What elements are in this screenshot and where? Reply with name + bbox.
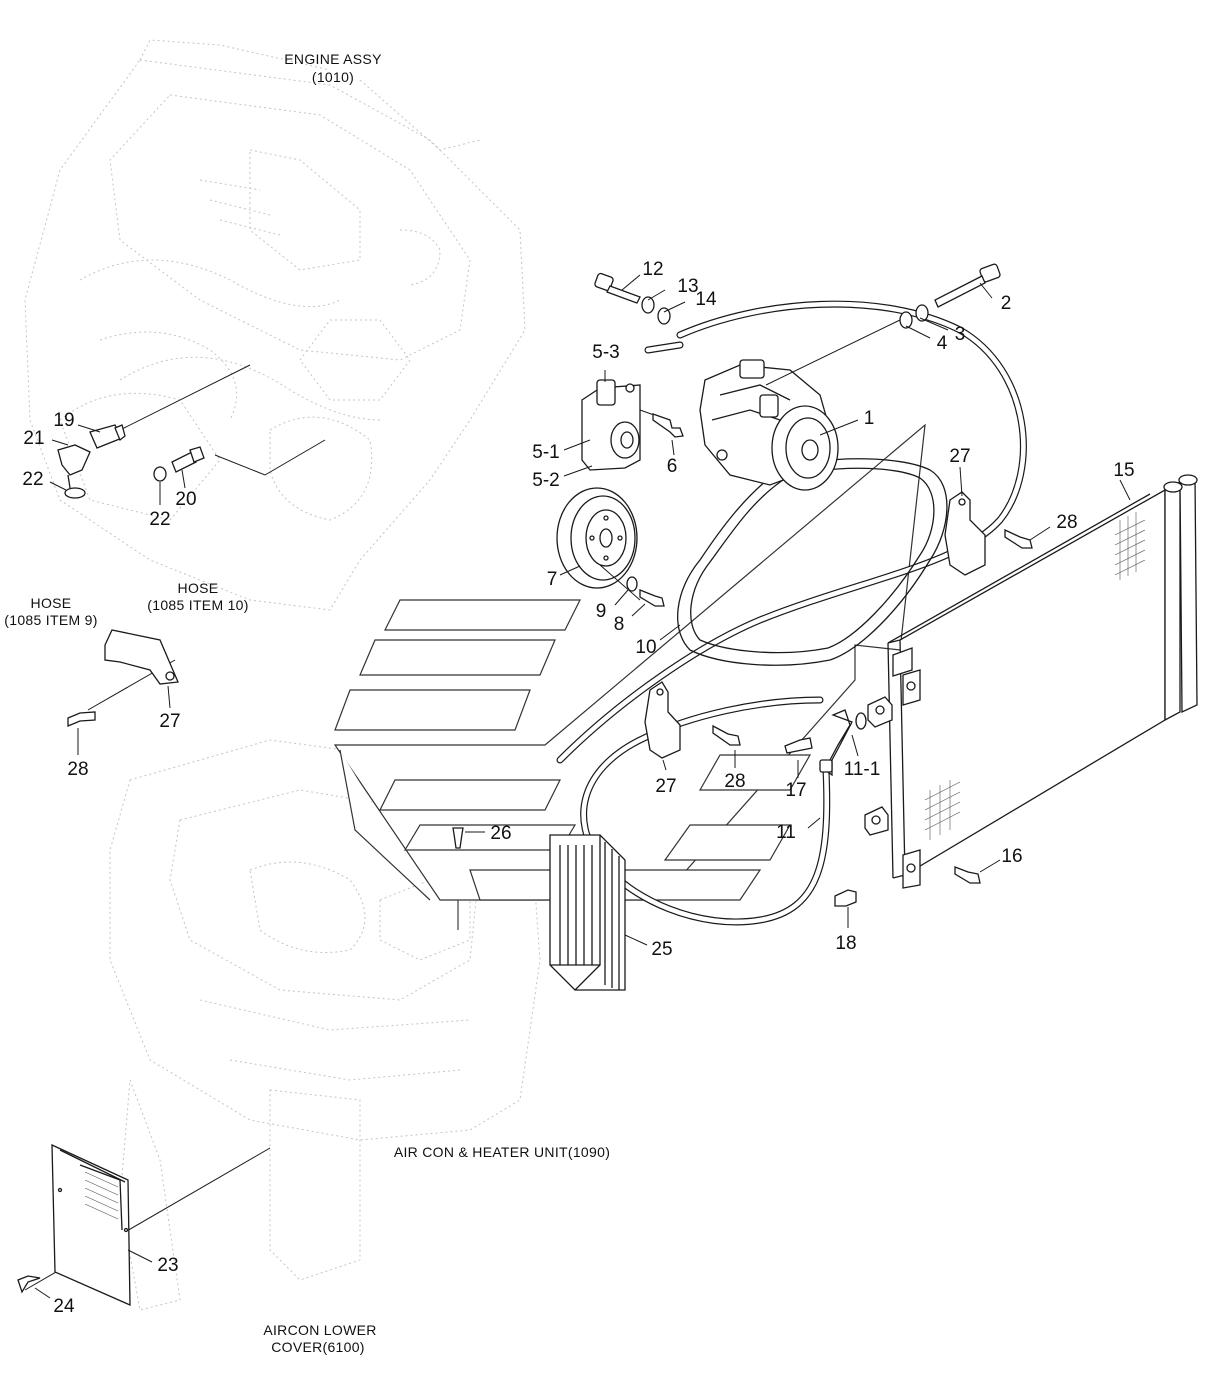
direction-arrow-icon <box>333 423 926 901</box>
part-label-5-1: 5-1 <box>532 442 559 463</box>
part-label-10: 10 <box>635 637 656 658</box>
fitting-11-1 <box>819 709 853 777</box>
part-label-24: 24 <box>53 1296 75 1317</box>
part-label-1: 1 <box>864 408 875 429</box>
hose-item10-label-line1: HOSE <box>178 580 219 596</box>
part-label-28-detail: 28 <box>67 759 88 780</box>
part-label-4: 4 <box>937 333 948 354</box>
part-label-8: 8 <box>614 614 625 635</box>
part-label-25: 25 <box>651 939 672 960</box>
hose-item9-label-line2: (1085 ITEM 9) <box>4 612 97 628</box>
part-label-15: 15 <box>1113 460 1134 481</box>
part-label-16: 16 <box>1001 846 1022 867</box>
part-label-18: 18 <box>835 933 856 954</box>
part-label-27-upper: 27 <box>949 446 970 467</box>
engine-assy-label-line1: ENGINE ASSY <box>284 51 382 67</box>
part-leader-lines <box>34 274 1131 1299</box>
engine-ghost-outline <box>24 39 526 611</box>
hose-item10-label-line2: (1085 ITEM 10) <box>147 597 248 613</box>
part-label-21: 21 <box>23 428 44 449</box>
aircon-lower-cover-label-line2: COVER(6100) <box>271 1339 365 1355</box>
part-label-26: 26 <box>490 823 511 844</box>
lower-cover <box>51 1143 131 1307</box>
part-label-28-mid: 28 <box>724 771 745 792</box>
hose-clamp-27-detail <box>104 629 179 685</box>
drive-belt <box>677 458 948 666</box>
part-label-11: 11 <box>776 822 796 843</box>
part-label-27-mid: 27 <box>655 776 676 797</box>
part-label-23: 23 <box>157 1255 178 1276</box>
engine-assy-label-line2: (1010) <box>312 69 354 85</box>
bolt-12 <box>594 272 641 304</box>
aircon-lower-cover-label-line1: AIRCON LOWER <box>263 1322 376 1338</box>
fitting-20 <box>171 446 205 473</box>
part-label-6: 6 <box>667 456 678 477</box>
part-label-9: 9 <box>596 601 607 622</box>
fitting-19 <box>89 424 126 449</box>
bolts-small <box>17 413 1033 1294</box>
part-label-12: 12 <box>642 259 663 280</box>
reference-labels: ENGINE ASSY (1010) HOSE (1085 ITEM 9) HO… <box>4 51 610 1355</box>
fitting-21 <box>57 444 91 489</box>
pulley <box>556 487 641 601</box>
hose-clamp-27-upper <box>944 491 986 576</box>
part-label-22-right: 22 <box>149 509 170 530</box>
aircon-heater-unit-label: AIR CON & HEATER UNIT(1090) <box>394 1144 610 1160</box>
hose-clamp-27-mid <box>644 681 681 759</box>
compressor <box>699 319 901 491</box>
bolt-2 <box>934 263 1001 308</box>
hose-item9-label-line1: HOSE <box>31 595 72 611</box>
part-label-14: 14 <box>695 289 717 310</box>
part-label-5-3: 5-3 <box>592 342 619 363</box>
condenser <box>864 474 1198 889</box>
part-label-2: 2 <box>1001 293 1012 314</box>
part-number-labels: 1 2 3 4 5-1 5-2 5-3 6 7 8 9 10 11 11-1 1… <box>22 259 1134 1317</box>
part-label-28-upper: 28 <box>1056 512 1077 533</box>
hose-10 <box>556 300 1027 764</box>
part-label-13: 13 <box>677 276 698 297</box>
part-label-3: 3 <box>955 324 966 345</box>
part-label-17: 17 <box>785 780 806 801</box>
idler-bracket <box>581 379 669 471</box>
part-label-5-2: 5-2 <box>532 470 559 491</box>
part-label-11-1: 11-1 <box>844 759 881 780</box>
part-label-22-left: 22 <box>22 469 43 490</box>
part-label-27-detail: 27 <box>159 711 180 732</box>
washers <box>626 296 929 730</box>
part-label-19: 19 <box>53 410 74 431</box>
part-label-20: 20 <box>175 489 196 510</box>
clamp-22 <box>64 466 167 499</box>
air-filter <box>549 834 626 991</box>
part-label-7: 7 <box>547 569 558 590</box>
